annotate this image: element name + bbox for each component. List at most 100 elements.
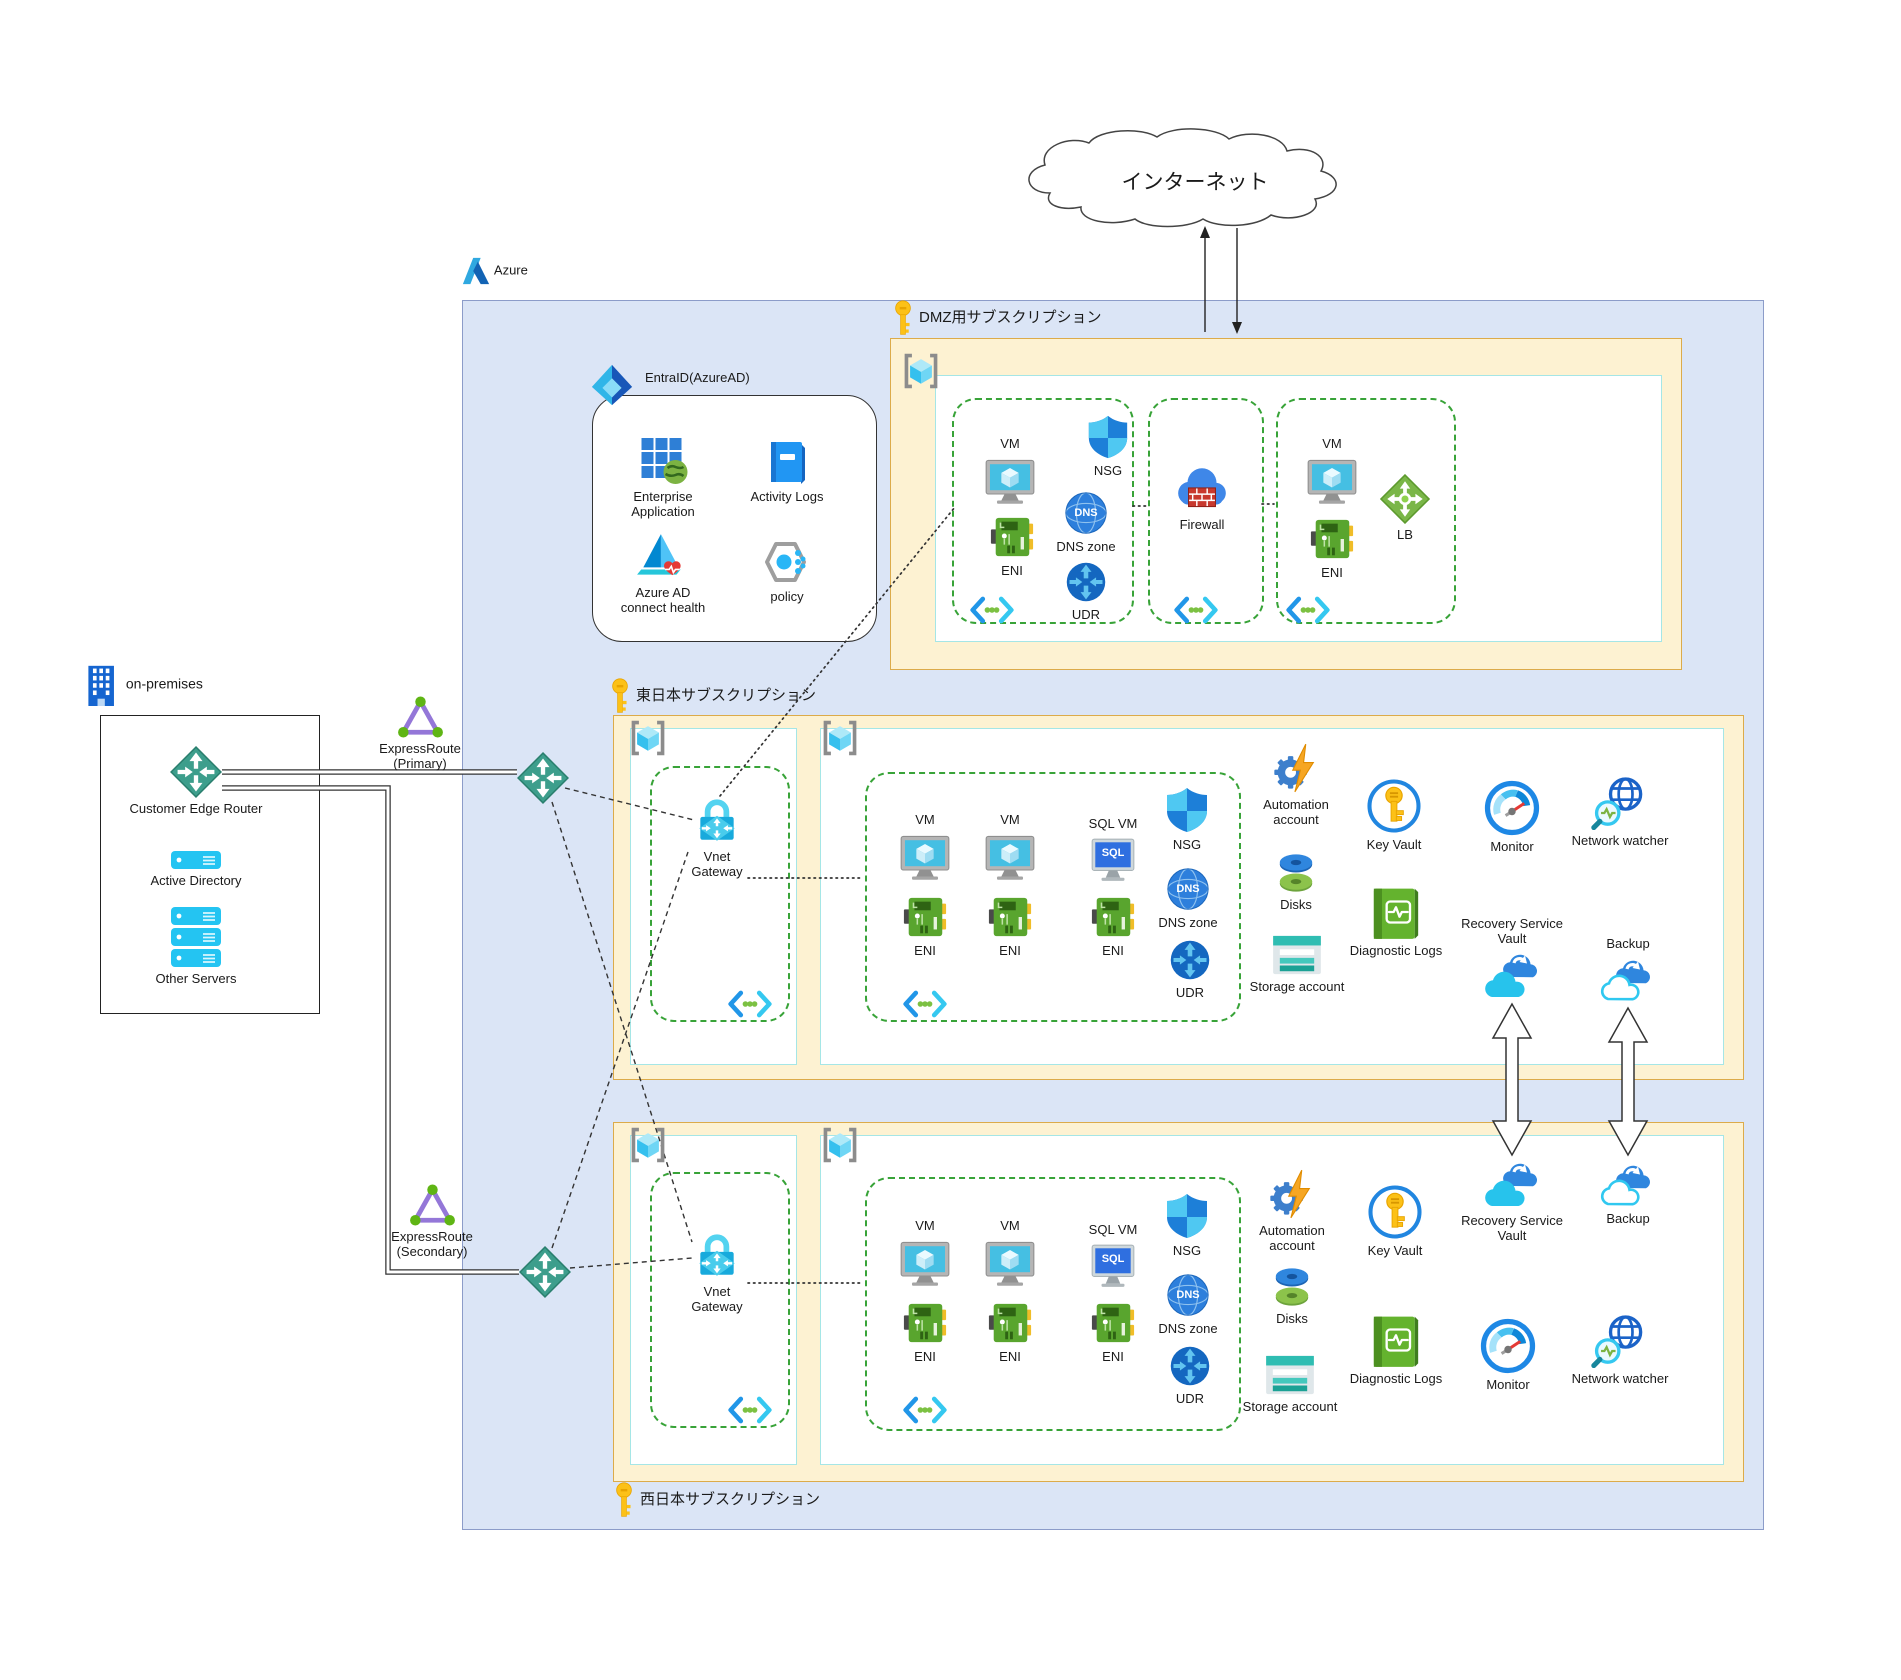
udr-icon (1168, 938, 1212, 982)
key-vault-icon (1366, 778, 1422, 834)
east-network-watcher: Network watcher (1559, 776, 1681, 848)
servers-icon (170, 906, 222, 968)
network-watcher-icon (1591, 1314, 1649, 1368)
load-balancer-icon (1380, 474, 1430, 524)
sql-vm-icon (1088, 1241, 1138, 1291)
dmz-subnet-3-icon (1263, 596, 1353, 624)
nsg-icon (1163, 786, 1211, 834)
east-monitor: Monitor (1467, 780, 1557, 854)
west-vm-1: VM (880, 1218, 970, 1289)
west-vm-2: VM (965, 1218, 1055, 1289)
recovery-service-vault-icon (1483, 951, 1541, 1001)
west-workload-vnet-box (820, 1135, 1724, 1465)
dmz-firewall: Firewall (1157, 466, 1247, 532)
vm-icon (984, 455, 1036, 507)
dmz-subnet-2-icon (1151, 596, 1241, 624)
west-eni-3: ENI (1068, 1300, 1158, 1364)
west-workload-subnet-icon (880, 1396, 970, 1424)
vm-icon (1306, 455, 1358, 507)
dmz-lb: LB (1360, 474, 1450, 542)
nsg-icon (1163, 1192, 1211, 1240)
expressroute-primary: ExpressRoute (Primary) (363, 696, 478, 772)
west-backup: Backup (1583, 1160, 1673, 1226)
dmz-vm-1: VM (965, 436, 1055, 507)
building-icon (84, 664, 122, 706)
east-eni-1: ENI (880, 894, 970, 958)
east-diagnostic-logs: Diagnostic Logs (1338, 884, 1454, 958)
subscription-key-icon (610, 678, 630, 714)
customer-edge-router: Customer Edge Router (121, 746, 271, 816)
vnet-icon (628, 718, 668, 758)
dns-zone-icon (1165, 1272, 1211, 1318)
internet-label: インターネット (1121, 171, 1269, 194)
subscription-key-icon (893, 300, 913, 336)
west-workload-subnet (865, 1177, 1241, 1431)
monitor-icon (1480, 1318, 1536, 1374)
automation-account-icon (1270, 742, 1322, 794)
west-subscription-label: 西日本サブスクリプション (614, 1482, 820, 1518)
vnet-gateway-icon (692, 796, 742, 846)
vm-icon (899, 1237, 951, 1289)
dmz-subnet-1-icon (947, 596, 1037, 624)
vm-icon (984, 831, 1036, 883)
west-network-watcher: Network watcher (1559, 1314, 1681, 1386)
east-subscription-label: 東日本サブスクリプション (610, 678, 816, 714)
active-directory: Active Directory (136, 850, 256, 888)
entra-icon (589, 362, 635, 408)
east-backup: Backup (1583, 936, 1673, 1003)
dmz-nsg: NSG (1063, 414, 1153, 478)
east-recovery-service-vault: Recovery Service Vault (1449, 916, 1575, 1001)
nsg-icon (1085, 414, 1131, 460)
enterprise-application-icon (637, 434, 689, 486)
entra-title: EntraID(AzureAD) (645, 370, 750, 385)
west-diagnostic-logs: Diagnostic Logs (1338, 1312, 1454, 1386)
router-icon (519, 1246, 571, 1298)
storage-account-icon (1264, 1354, 1316, 1396)
subscription-key-icon (614, 1482, 634, 1518)
internet-cloud (1028, 128, 1337, 228)
automation-account-icon (1266, 1168, 1318, 1220)
eni-icon (987, 1300, 1033, 1346)
entra-enterprise-application: Enterprise Application (616, 434, 711, 520)
vnet-icon (820, 718, 860, 758)
expressroute-icon (397, 696, 443, 738)
vnet-icon (628, 1125, 668, 1165)
east-vm-1: VM (880, 812, 970, 883)
entra-policy: policy (742, 538, 832, 604)
east-eni-2: ENI (965, 894, 1055, 958)
east-automation-account: Automation account (1250, 742, 1342, 828)
vm-icon (899, 831, 951, 883)
west-monitor: Monitor (1463, 1318, 1553, 1392)
dmz-eni-1: ENI (967, 514, 1057, 578)
subnet-icon (902, 990, 948, 1018)
eni-icon (1090, 1300, 1136, 1346)
eni-icon (1090, 894, 1136, 940)
router-icon (517, 752, 569, 804)
entra-ad-connect-health: Azure AD connect health (604, 532, 722, 616)
diagnostic-logs-icon (1368, 1312, 1424, 1368)
vnet-icon (901, 351, 941, 391)
ad-connect-health-icon (635, 532, 691, 582)
west-vnet-gateway: Vnet Gateway (682, 1231, 752, 1315)
east-nsg: NSG (1142, 786, 1232, 852)
udr-icon (1168, 1344, 1212, 1388)
server-icon (170, 850, 222, 870)
subnet-icon (1285, 596, 1331, 624)
network-watcher-icon (1591, 776, 1649, 830)
vnet-icon (820, 1125, 860, 1165)
subnet-icon (727, 1396, 773, 1424)
policy-icon (762, 538, 812, 586)
dmz-eni-2: ENI (1287, 516, 1377, 580)
firewall-icon (1173, 466, 1231, 514)
east-workload-subnet (865, 772, 1241, 1022)
vnet-gateway-icon (692, 1231, 742, 1281)
dmz-subscription-label: DMZ用サブスクリプション (893, 300, 1102, 336)
west-nsg: NSG (1142, 1192, 1232, 1258)
eni-icon (989, 514, 1035, 560)
east-storage-account: Storage account (1241, 934, 1353, 994)
storage-account-icon (1271, 934, 1323, 976)
east-gateway-subnet-icon (705, 990, 795, 1018)
azure-label: Azure (493, 262, 528, 278)
edge-router-east (498, 752, 588, 804)
